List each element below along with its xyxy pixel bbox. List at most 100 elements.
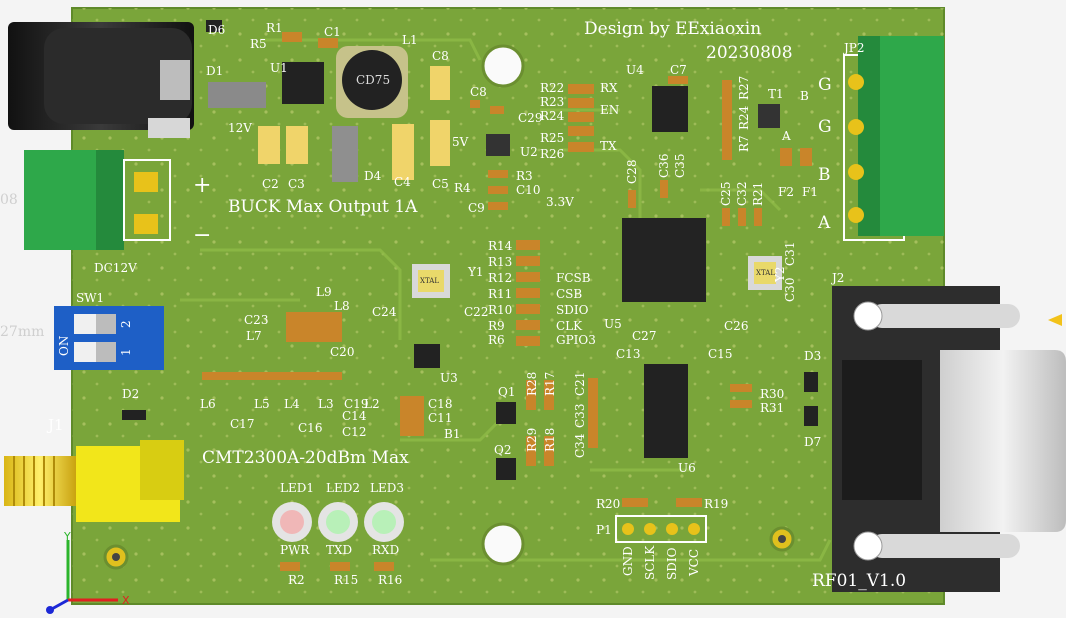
refdes-c33: C33 [573, 404, 587, 428]
refdes-c8-a: C8 [432, 49, 449, 63]
refdes-r17: R17 [543, 372, 557, 396]
refdes-c19: C19 [344, 397, 368, 411]
label-gnd: GND [621, 546, 635, 576]
design-credit-label: Design by EExiaoxin [584, 19, 761, 39]
inductor-marking: CD75 [356, 73, 390, 87]
label-switch-2: 2 [119, 320, 133, 328]
refdes-l4: L4 [284, 397, 300, 411]
label-switch-on: ON [57, 336, 71, 356]
label-vcc: VCC [687, 549, 701, 577]
refdes-c22: C22 [464, 305, 488, 319]
refdes-r3: R3 [516, 169, 533, 183]
refdes-c28: C28 [625, 160, 639, 184]
label-b-terminal: B [818, 165, 831, 185]
refdes-c5: C5 [432, 177, 449, 191]
refdes-l3: L3 [318, 397, 334, 411]
label-csb: CSB [556, 287, 582, 301]
refdes-l1: L1 [402, 33, 418, 47]
refdes-c12: C12 [342, 425, 366, 439]
refdes-c27: C27 [632, 329, 656, 343]
label-sdio-header: SDIO [665, 547, 679, 580]
refdes-c10: C10 [516, 183, 540, 197]
left-dimension-1: 08 [0, 192, 18, 208]
refdes-c30: C30 [783, 278, 797, 302]
refdes-c4: C4 [394, 175, 411, 189]
refdes-r4: R4 [454, 181, 471, 195]
refdes-r1: R1 [266, 21, 283, 35]
refdes-u3: U3 [440, 371, 458, 385]
refdes-t1: T1 [768, 87, 784, 101]
refdes-u5: U5 [604, 317, 622, 331]
refdes-l9: L9 [316, 285, 332, 299]
refdes-led1: LED1 [280, 481, 314, 495]
refdes-p1: P1 [596, 523, 612, 537]
label-g-1: G [818, 75, 832, 95]
date-label: 20230808 [706, 43, 793, 63]
refdes-r28: R28 [525, 372, 539, 396]
dimension-arrow-icon [1048, 314, 1062, 326]
dc12v-terminal-block [24, 150, 171, 250]
refdes-r11: R11 [488, 287, 512, 301]
volt-5v-label: 5V [452, 135, 469, 149]
refdes-r12: R12 [488, 271, 512, 285]
volt-3v3-label: 3.3V [546, 195, 574, 209]
refdes-c36: C36 [657, 154, 671, 178]
refdes-l6: L6 [200, 397, 216, 411]
label-gpio3: GPIO3 [556, 333, 596, 347]
buck-label: BUCK Max Output 1A [228, 197, 418, 217]
refdes-r5: R5 [250, 37, 267, 51]
refdes-r10: R10 [488, 303, 512, 317]
label-a-terminal: A [817, 213, 831, 233]
refdes-c24: C24 [372, 305, 397, 319]
refdes-d3: D3 [804, 349, 821, 363]
refdes-r2: R2 [288, 573, 305, 587]
label-pwr: PWR [280, 543, 310, 557]
refdes-c29: C29 [518, 111, 542, 125]
refdes-d2: D2 [122, 387, 139, 401]
refdes-jp2: JP2 [842, 41, 865, 55]
refdes-l8: L8 [334, 299, 350, 313]
label-txd: TXD [326, 543, 352, 557]
refdes-y1: Y1 [467, 265, 484, 279]
refdes-c1: C1 [324, 25, 341, 39]
refdes-r20: R20 [596, 497, 620, 511]
label-clk: CLK [556, 319, 583, 333]
label-sclk: SCLK [643, 545, 657, 580]
refdes-f2: F2 [778, 185, 794, 199]
refdes-d4: D4 [364, 169, 382, 183]
refdes-c3: C3 [288, 177, 305, 191]
refdes-b1: B1 [444, 427, 460, 441]
db9-connector [832, 286, 1066, 592]
refdes-c23: C23 [244, 313, 268, 327]
refdes-led3: LED3 [370, 481, 404, 495]
refdes-r9: R9 [488, 319, 505, 333]
refdes-j2: J2 [830, 271, 844, 285]
refdes-c11: C11 [428, 411, 452, 425]
sma-rf-connector [4, 440, 184, 522]
refdes-c17: C17 [230, 417, 254, 431]
crystal2-marking: XTAL [756, 269, 775, 277]
refdes-c2: C2 [262, 177, 279, 191]
refdes-q2: Q2 [494, 443, 511, 457]
minus-label: − [193, 223, 211, 248]
refdes-r27: R27 [737, 76, 751, 100]
dc12v-label: DC12V [94, 261, 137, 275]
refdes-r18: R18 [543, 428, 557, 452]
version-label: RF01_V1.0 [812, 571, 906, 591]
refdes-r6: R6 [488, 333, 505, 347]
component-bodies [122, 20, 818, 543]
refdes-d1: D1 [206, 64, 223, 78]
refdes-c20: C20 [330, 345, 354, 359]
refdes-l7: L7 [246, 329, 262, 343]
label-g-2: G [818, 117, 832, 137]
refdes-c25: C25 [719, 182, 733, 206]
refdes-l5: L5 [254, 397, 270, 411]
label-en: EN [600, 103, 619, 117]
refdes-c7: C7 [670, 63, 687, 77]
smd-pads [202, 32, 812, 571]
refdes-c31: C31 [783, 242, 797, 266]
refdes-q1: Q1 [498, 385, 515, 399]
refdes-d7: D7 [804, 435, 821, 449]
